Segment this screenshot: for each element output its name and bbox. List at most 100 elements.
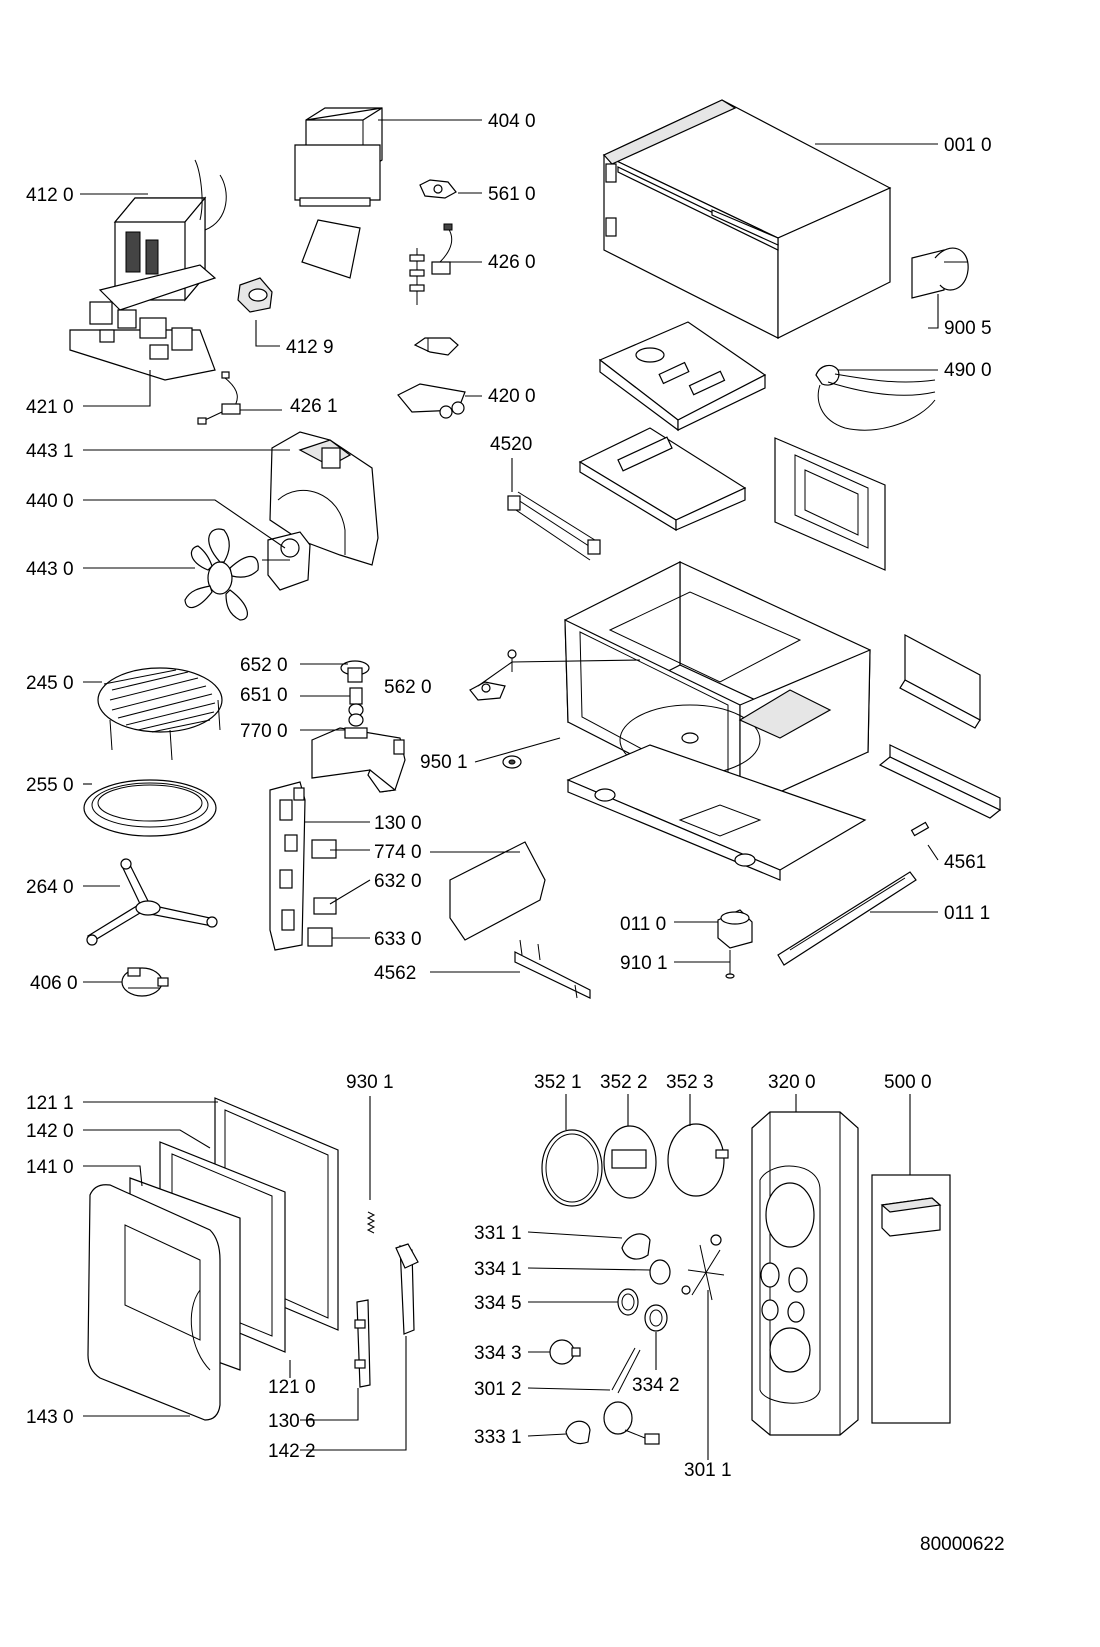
knob-331-1 [621,1233,651,1260]
diode-426-0 [409,223,453,305]
microswitch-632-0 [311,839,337,915]
foot-011-0 [717,909,753,949]
label-352-3: 352 3 [666,1072,714,1093]
label-910-1: 910 1 [620,953,668,974]
label-320-0: 320 0 [768,1072,816,1093]
label-142-2: 142 2 [268,1441,316,1462]
label-404-0: 404 0 [488,111,536,132]
oven-cavity [564,561,871,881]
label-426-1: 426 1 [290,396,338,417]
knob-334-2 [644,1304,668,1332]
outer-wrapper-001-0 [602,99,892,339]
bracket-right-upper [899,634,981,729]
door-lever-142-2 [395,1243,419,1335]
label-142-0: 142 0 [26,1121,74,1142]
label-4520: 4520 [490,434,532,455]
bracket-clip [413,337,459,356]
label-770-0: 770 0 [240,721,288,742]
label-301-2: 301 2 [474,1379,522,1400]
spring-930-1 [366,1211,376,1234]
label-562-0: 562 0 [384,677,432,698]
label-440-0: 440 0 [26,491,74,512]
label-950-1: 950 1 [420,752,468,773]
label-333-1: 333 1 [474,1427,522,1448]
label-141-0: 141 0 [26,1157,74,1178]
label-001-0: 001 0 [944,135,992,156]
label-130-6: 130 6 [268,1411,316,1432]
turntable-coupler-264-0 [86,858,218,946]
label-561-0: 561 0 [488,184,536,205]
label-500-0: 500 0 [884,1072,932,1093]
fan-blade-443-0 [184,528,259,621]
side-panel-right [774,437,886,571]
label-490-0: 490 0 [944,360,992,381]
label-443-0: 443 0 [26,559,74,580]
label-121-1: 121 1 [26,1093,74,1114]
clamp-900-5 [911,247,969,299]
lamp-housing-770-0 [311,727,406,793]
bar-4562 [514,939,591,999]
label-4561: 4561 [944,852,986,873]
switch-holder-130-0 [269,781,306,951]
label-420-0: 420 0 [488,386,536,407]
cover-plate-lower [578,427,747,532]
control-panel-320-0 [751,1111,859,1436]
label-121-0: 121 0 [268,1377,316,1398]
turntable-motor-406-0 [121,967,169,997]
roller-ring-255-0 [83,779,217,837]
microswitch-633-0 [307,927,333,947]
hv-transformer-404-0 [237,107,383,313]
label-774-0: 774 0 [374,842,422,863]
door-hook-130-6 [354,1299,371,1388]
heater-4520 [507,491,601,561]
capacitor-420-0 [397,383,466,419]
label-011-1: 011 1 [944,903,990,924]
grill-rack-245-0 [97,667,223,761]
bushing-950-1 [502,755,522,769]
label-426-0: 426 0 [488,252,536,273]
label-143-0: 143 0 [26,1407,74,1428]
label-651-0: 651 0 [240,685,288,706]
fan-motor-440-0 [262,531,311,591]
label-301-1: 301 1 [684,1460,732,1481]
knob-334-1 [649,1259,671,1285]
lamp-490-0 [815,364,936,431]
label-421-0: 421 0 [26,397,74,418]
control-board-421-0 [69,301,216,381]
document-number: 80000622 [920,1534,1005,1555]
label-412-9: 412 9 [286,337,334,358]
knob-333-1 [565,1420,591,1445]
part-labels: 404 0 001 0 412 0 561 0 426 0 900 5 412 … [26,111,1005,1555]
label-352-1: 352 1 [534,1072,582,1093]
label-011-0: 011 0 [620,914,666,935]
knob-334-3 [549,1339,581,1365]
label-406-0: 406 0 [30,973,78,994]
label-334-1: 334 1 [474,1259,522,1280]
label-245-0: 245 0 [26,673,74,694]
label-334-3: 334 3 [474,1343,522,1364]
linkage-301-1 [681,1234,725,1301]
linkage-301-2 [603,1347,660,1445]
fan-housing-443-1 [269,431,379,566]
label-4562: 4562 [374,963,416,984]
label-130-0: 130 0 [374,813,422,834]
rail-011-1 [777,871,917,966]
leader-lines [80,119,939,1460]
label-334-5: 334 5 [474,1293,522,1314]
thermal-cutout-562-0 [469,681,506,701]
label-334-2: 334 2 [632,1375,680,1396]
label-632-0: 632 0 [374,871,422,892]
label-331-1: 331 1 [474,1223,522,1244]
label-412-0: 412 0 [26,185,74,206]
thermal-fuse-561-0 [419,179,457,199]
label-352-2: 352 2 [600,1072,648,1093]
screw-top [507,649,517,672]
panel-cover-500-0 [871,1174,951,1424]
label-443-1: 443 1 [26,441,74,462]
label-652-0: 652 0 [240,655,288,676]
label-264-0: 264 0 [26,877,74,898]
dial-plate-352-3 [667,1123,729,1197]
clip-4561 [910,821,930,837]
dial-ring-352-1 [541,1129,603,1207]
dial-plate-352-2 [603,1125,657,1199]
